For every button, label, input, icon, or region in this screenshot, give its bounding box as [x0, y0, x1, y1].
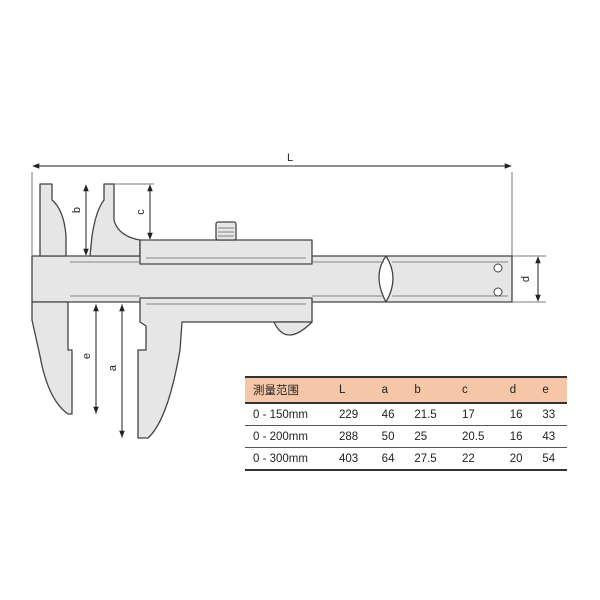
cell-L: 229	[331, 403, 374, 426]
cell-d: 20	[501, 447, 535, 471]
header-b: b	[406, 376, 454, 404]
beam-hole-bottom	[493, 287, 503, 297]
cell-b: 25	[406, 425, 454, 448]
cell-e: 54	[534, 447, 567, 471]
header-e: e	[534, 376, 567, 404]
table-header-row: 測量范围 L a b c d e	[245, 376, 567, 404]
slider-body	[137, 297, 313, 439]
cell-range: 0 - 200mm	[245, 425, 331, 448]
cell-e: 33	[534, 403, 567, 426]
dimension-e-label: e	[81, 353, 93, 359]
beam-end	[385, 255, 513, 303]
cell-c: 17	[454, 403, 502, 426]
slider-top	[139, 239, 313, 265]
movable-upper-jaw	[89, 183, 141, 257]
fixed-upper-jaw	[39, 183, 67, 257]
cell-c: 22	[454, 447, 502, 471]
dimension-d-label: d	[520, 276, 532, 282]
cell-a: 50	[373, 425, 407, 448]
header-d: d	[501, 376, 535, 404]
table-row: 0 - 200mm 288 50 25 20.5 16 43	[245, 425, 567, 448]
dimension-b-label: b	[71, 207, 83, 213]
dimension-c-label: c	[135, 209, 147, 215]
header-L: L	[331, 376, 374, 404]
thumb-screw	[215, 221, 237, 241]
header-range: 測量范围	[245, 376, 331, 404]
header-c: c	[454, 376, 502, 404]
table-row: 0 - 150mm 229 46 21.5 17 16 33	[245, 403, 567, 426]
cell-d: 16	[501, 425, 535, 448]
cell-e: 43	[534, 425, 567, 448]
dimension-L-label: L	[287, 152, 293, 164]
thumb-wheel	[273, 321, 313, 336]
fixed-lower-jaw	[31, 301, 73, 415]
cell-range: 0 - 150mm	[245, 403, 331, 426]
cell-b: 21.5	[406, 403, 454, 426]
beam-hole-top	[493, 263, 503, 273]
table-row: 0 - 300mm 403 64 27.5 22 20 54	[245, 447, 567, 471]
cell-L: 288	[331, 425, 374, 448]
cell-d: 16	[501, 403, 535, 426]
cell-L: 403	[331, 447, 374, 471]
header-a: a	[373, 376, 407, 404]
cell-a: 64	[373, 447, 407, 471]
cell-a: 46	[373, 403, 407, 426]
cell-range: 0 - 300mm	[245, 447, 331, 471]
specification-table: 測量范围 L a b c d e 0 - 150mm 229 46 21.5 1…	[245, 376, 567, 471]
cell-b: 27.5	[406, 447, 454, 471]
cell-c: 20.5	[454, 425, 502, 448]
dimension-a-label: a	[107, 364, 119, 371]
